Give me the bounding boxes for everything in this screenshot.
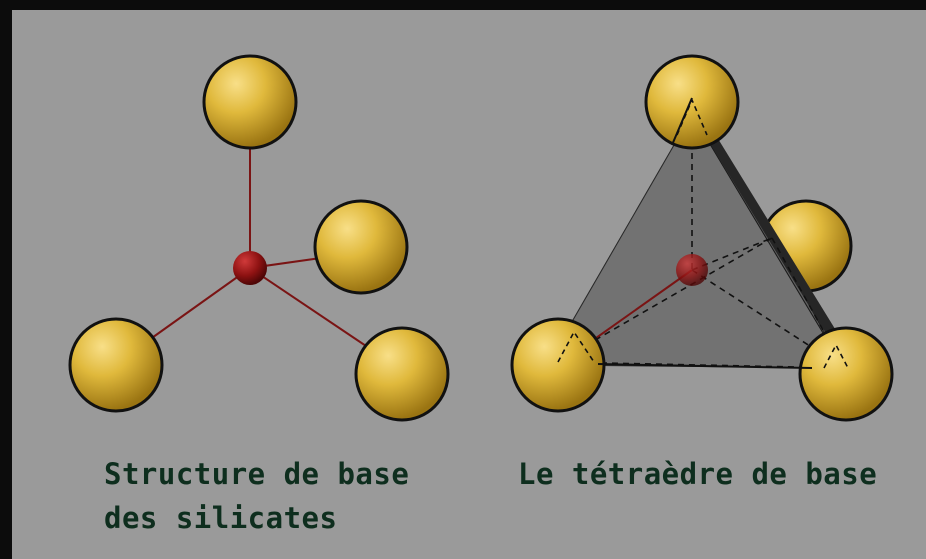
caption-structure-line1: Structure de base <box>104 457 410 491</box>
tetrahedron-diagram <box>510 54 894 422</box>
tetra-silicon-atom <box>676 254 708 286</box>
silicate-diagram <box>68 54 894 422</box>
silicon-atom <box>233 251 267 285</box>
tetrahedron-edge-dark <box>692 114 848 350</box>
diagram-panel: Structure de base des silicates Le tétra… <box>12 10 926 559</box>
oxygen-atom-bottom-left <box>68 317 164 413</box>
caption-structure: Structure de base des silicates <box>104 452 409 540</box>
tetra-oxygen-atom-bottom-left <box>510 317 606 413</box>
bond-bottom-right <box>249 267 373 351</box>
caption-tetrahedron: Le tétraèdre de base <box>518 457 878 491</box>
tetra-edge-base <box>597 363 813 369</box>
structure-diagram <box>68 54 450 422</box>
tetra-edge-top-left <box>671 97 693 146</box>
oxygen-atom-top <box>202 54 298 150</box>
bond-bottom-left <box>141 267 251 346</box>
oxygen-atom-bottom-right <box>354 326 450 422</box>
oxygen-atom-right <box>313 199 409 295</box>
tetra-oxygen-atom-bottom-right <box>798 326 894 422</box>
caption-structure-line2: des silicates <box>104 501 338 535</box>
